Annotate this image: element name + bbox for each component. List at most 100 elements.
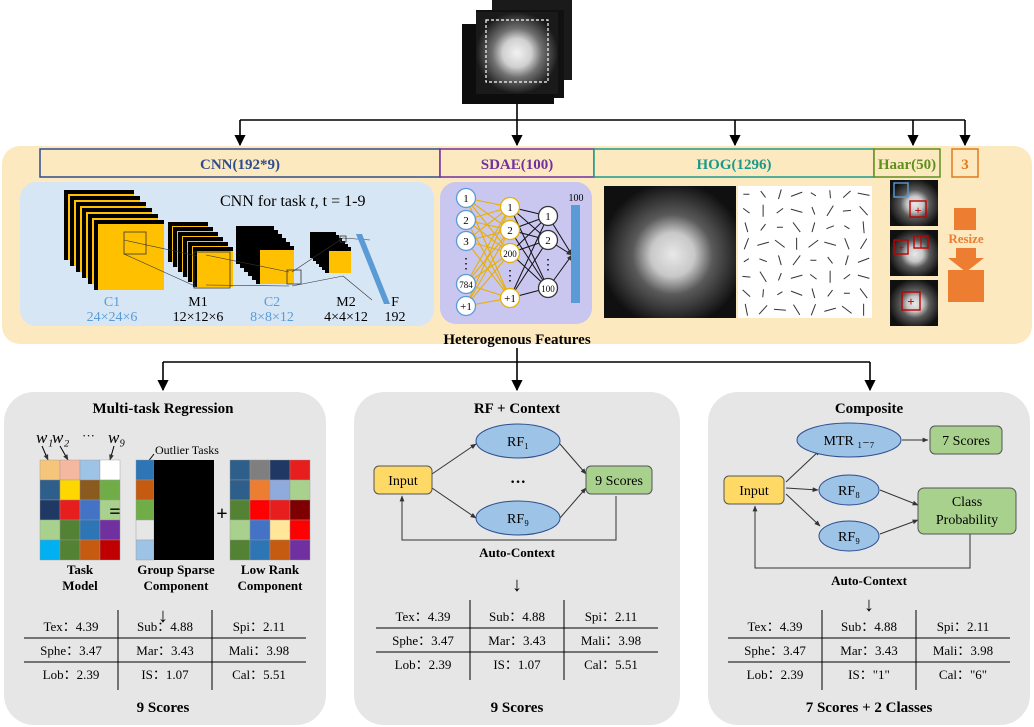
sdae-edge — [465, 252, 511, 307]
score-cell: Tex：4.39 — [747, 619, 802, 634]
sdae-input-node — [455, 295, 477, 317]
hog-glyph — [824, 241, 837, 246]
low-rank-cell — [289, 499, 311, 521]
fc-layer — [356, 234, 390, 304]
score-cell: Mar：3.43 — [488, 633, 545, 648]
task-model-cell — [59, 479, 81, 501]
low-rank-cell — [249, 539, 271, 561]
task-model-cell — [39, 519, 61, 541]
ellipsis: ··· — [510, 474, 526, 491]
nodule-image-stack — [462, 0, 572, 104]
task-model-cell — [39, 539, 61, 561]
input-node: Input — [388, 474, 418, 489]
hog-glyph — [790, 208, 803, 213]
low-rank-cell — [269, 479, 291, 501]
hog-glyph — [844, 225, 850, 230]
sdae-hidden1-node-label: 200 — [503, 249, 517, 259]
model-arrows — [157, 348, 876, 392]
hog-glyph — [790, 290, 803, 296]
hog-glyph — [792, 222, 801, 233]
hog-glyph — [843, 273, 851, 280]
low-rank-cell — [269, 539, 291, 561]
score-cell: IS：1.07 — [141, 667, 189, 682]
nodule-image — [476, 12, 558, 94]
group-sparse-matrix — [135, 459, 214, 561]
hog-glyph — [859, 205, 869, 216]
low-rank-matrix — [229, 459, 311, 561]
hog-glyph — [778, 189, 782, 200]
sdae-input-node — [455, 273, 477, 295]
task-model-matrix — [39, 459, 121, 561]
hog-glyph — [757, 241, 770, 246]
hog-glyph — [743, 258, 750, 263]
sdae-header-box — [439, 148, 595, 178]
sdae-hidden1-ellipsis: ⋮ — [503, 269, 517, 284]
sdae-hidden1-node-label: +1 — [504, 293, 516, 305]
auto-context-label: Auto-Context — [479, 545, 555, 560]
c1-dims: 24×24×6 — [87, 310, 138, 325]
score-cell: Tex：4.39 — [395, 609, 450, 624]
haar-image-1 — [890, 180, 938, 226]
sdae-edge — [465, 219, 511, 299]
m1-name: M1 — [188, 295, 207, 310]
sdae-hidden1-node-label: 1 — [507, 202, 513, 214]
hog-glyph — [790, 274, 803, 279]
low-rank-cell — [249, 499, 271, 521]
hog-glyph — [759, 258, 768, 263]
c2-stack — [236, 226, 302, 285]
panel-title: Composite — [835, 401, 904, 417]
task-model-cell — [99, 479, 121, 501]
hog-glyph — [811, 288, 816, 299]
score-cell: Sub：4.88 — [489, 609, 545, 624]
sdae-input-node-label: 784 — [459, 280, 473, 290]
hog-glyphs — [742, 189, 870, 316]
hog-glyph — [808, 239, 819, 248]
panel-rf-context: RF + Context Input RF₁ ··· RF₉ 9 Scores … — [354, 392, 680, 725]
hog-glyph — [742, 275, 751, 278]
hog-glyph — [857, 257, 870, 263]
sdae-hidden1-node — [499, 287, 521, 309]
svg-text:+: + — [915, 203, 922, 217]
sparse-zero-block — [154, 460, 214, 560]
sdae-output-label: 100 — [569, 193, 584, 204]
task-model-cell — [59, 539, 81, 561]
task-model-cell — [79, 539, 101, 561]
panel-title: Multi-task Regression — [93, 401, 235, 417]
task-model-cell — [39, 479, 61, 501]
low-rank-cell — [289, 539, 311, 561]
cnn-title: CNN for task t, t = 1-9 — [220, 193, 365, 210]
hog-glyph — [758, 304, 768, 315]
sdae-input-node — [455, 230, 477, 252]
hog-glyph — [860, 238, 868, 250]
hog-glyph — [742, 289, 751, 297]
svg-text:+: + — [907, 294, 914, 309]
c1-stack — [64, 190, 164, 290]
score-cell: Mar：3.43 — [840, 643, 897, 658]
weight-w2: w₂ — [52, 428, 69, 447]
task-model-cell — [99, 519, 121, 541]
sdae-input-ellipsis: ⋮ — [459, 257, 473, 272]
score-cell: Cal：5.51 — [232, 667, 286, 682]
hog-glyph — [773, 308, 786, 311]
low-rank-cell — [229, 539, 251, 561]
hog-glyph — [859, 288, 868, 299]
hog-glyph — [827, 256, 833, 264]
sdae-edge — [509, 215, 549, 299]
low-rank-cell — [269, 519, 291, 541]
hog-source-image — [604, 186, 736, 318]
plus-sign: + — [216, 503, 227, 525]
hog-glyph — [829, 190, 831, 199]
size-header-box — [951, 148, 979, 178]
rf9-node: RF₉ — [507, 512, 529, 527]
score-cell: Tex：4.39 — [43, 619, 98, 634]
score-cell: Lob：2.39 — [43, 667, 100, 682]
sdae-input-node-label: 3 — [463, 236, 469, 248]
hog-glyph — [827, 289, 833, 297]
hog-glyph — [826, 225, 835, 230]
